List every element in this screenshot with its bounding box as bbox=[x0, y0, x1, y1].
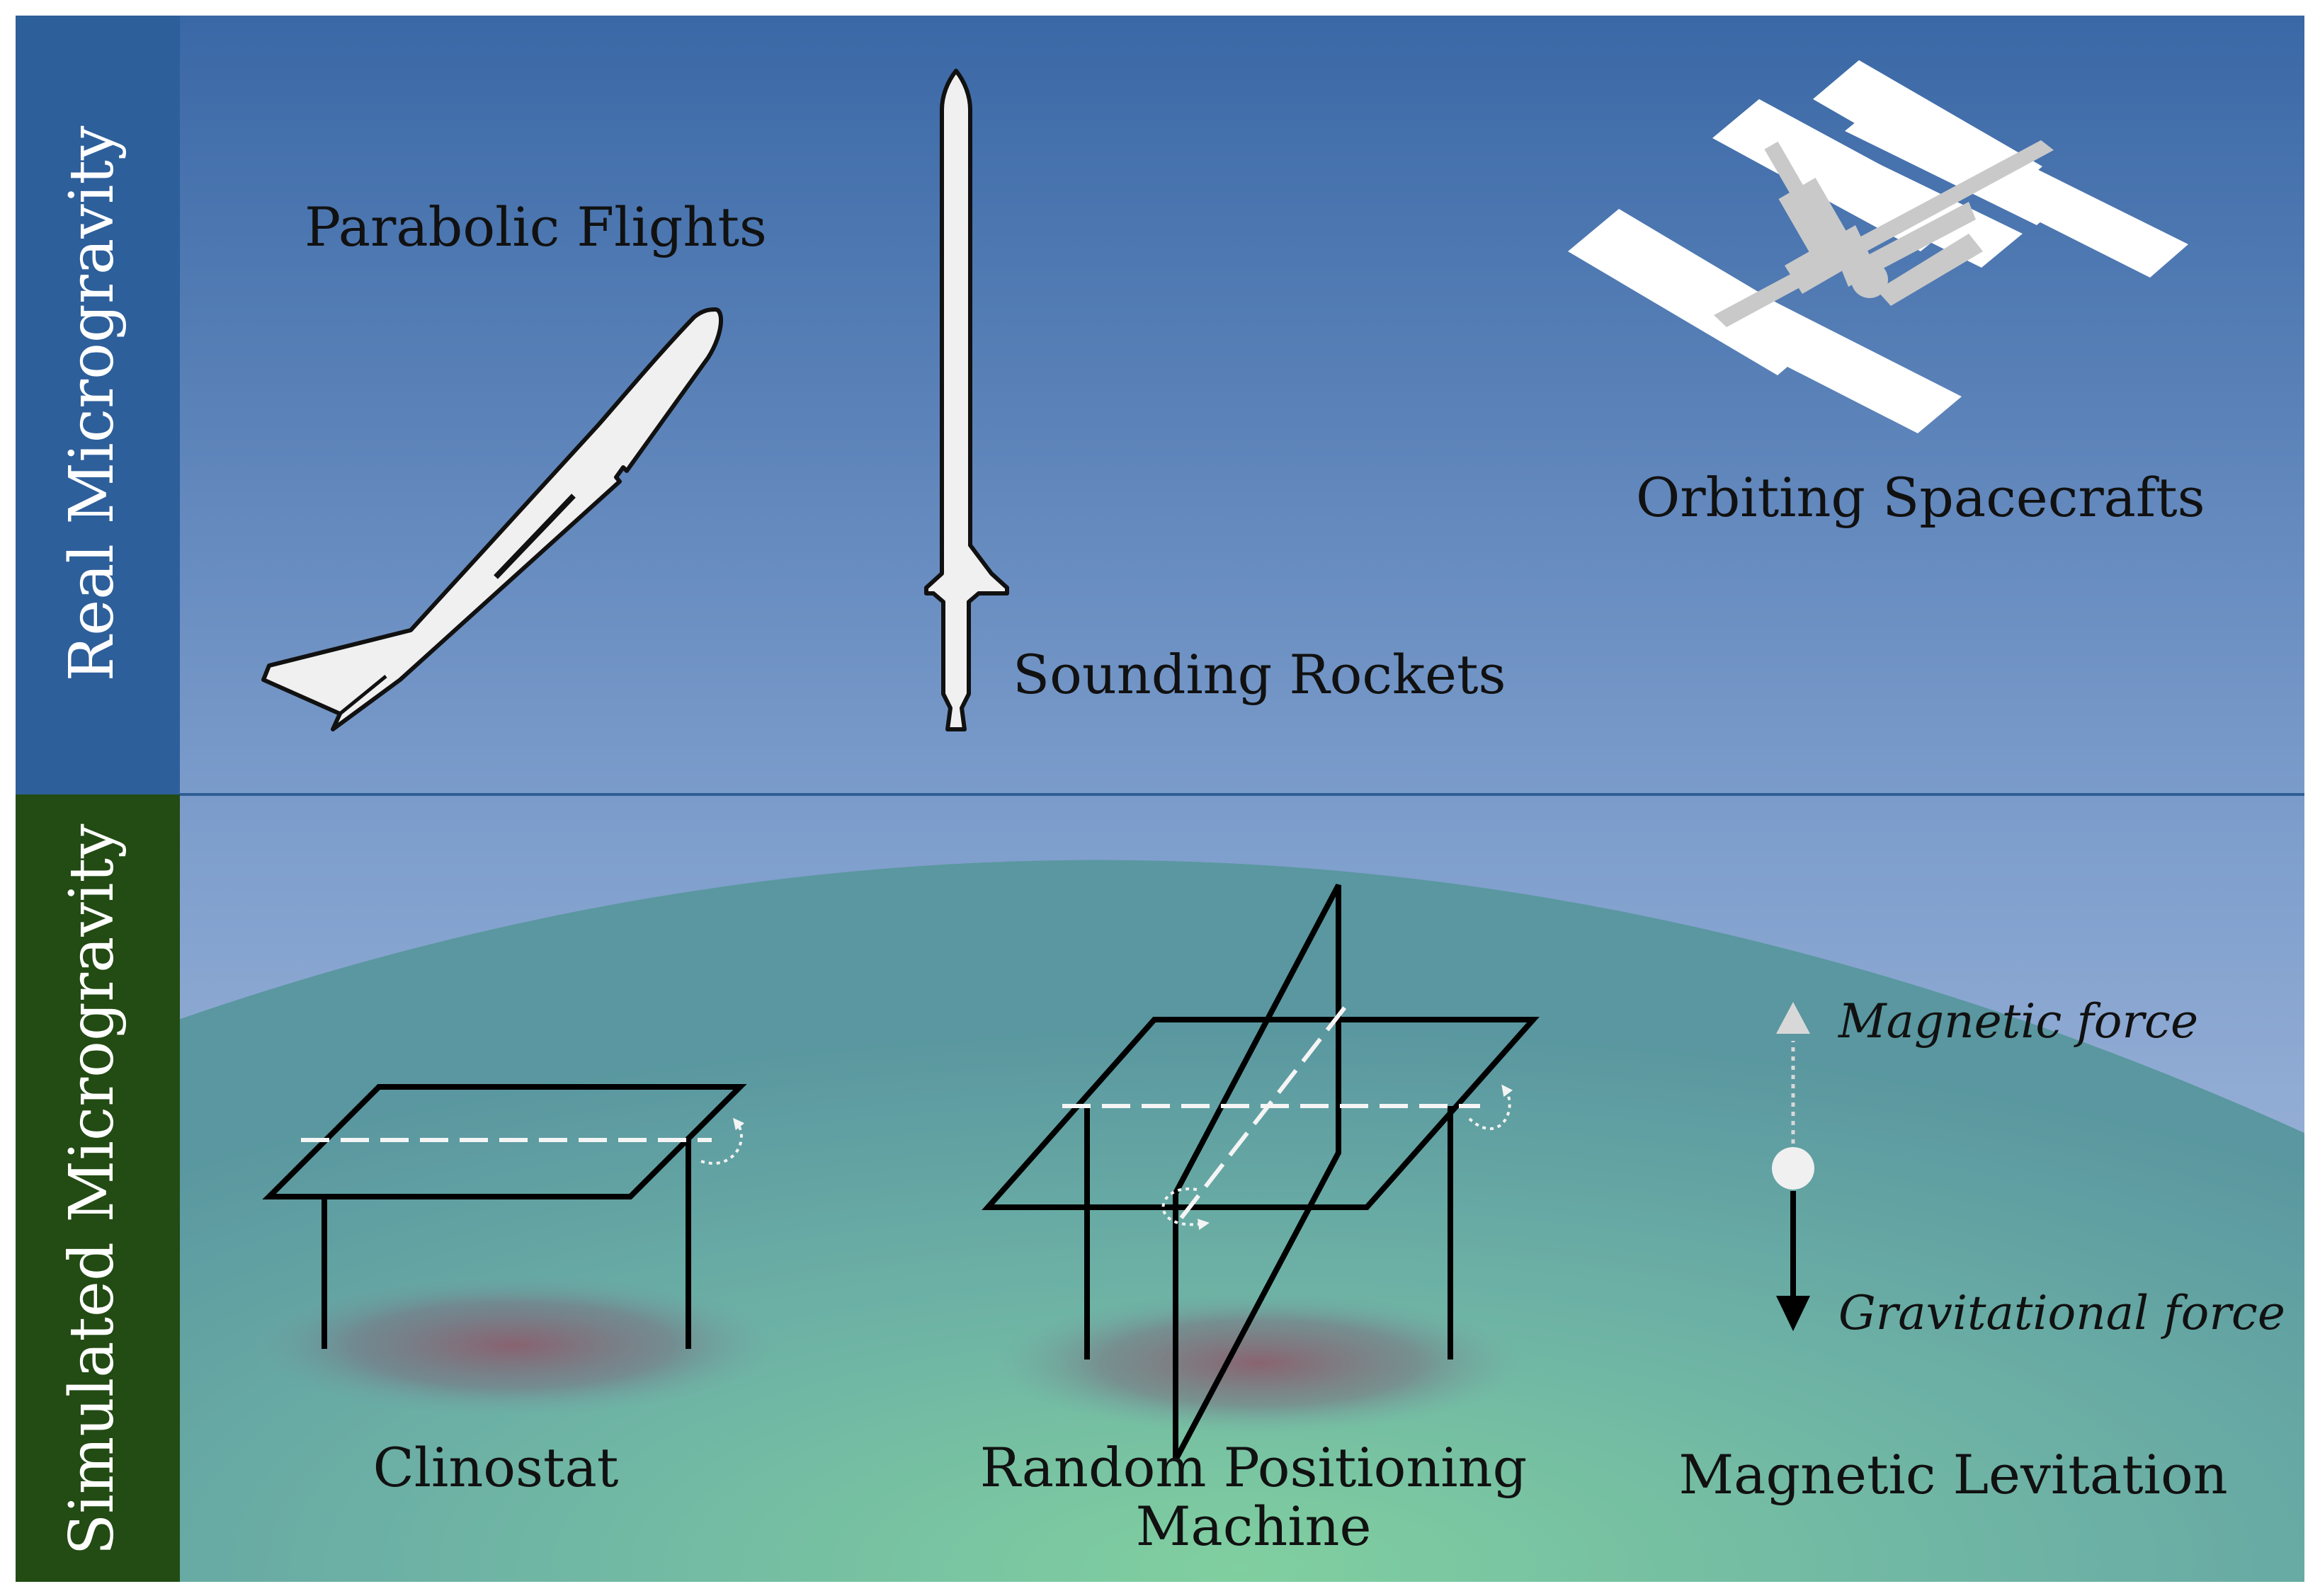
orbiting-spacecrafts-label: Orbiting Spacecrafts bbox=[1636, 466, 2205, 529]
gravitational-force-label: Gravitational force bbox=[1838, 1286, 2285, 1340]
clinostat-icon bbox=[248, 1084, 779, 1416]
space-station-icon bbox=[1568, 60, 2188, 433]
simulated-side-bar bbox=[16, 794, 180, 1582]
simulated-microgravity-label: Simulated Microgravity bbox=[57, 823, 127, 1556]
parabolic-flights-label: Parabolic Flights bbox=[305, 195, 767, 258]
rpm-label-line1: Random Positioning bbox=[979, 1436, 1528, 1499]
ground-dome bbox=[178, 860, 2304, 1582]
airplane-icon bbox=[261, 307, 723, 731]
magnetic-force-label: Magnetic force bbox=[1838, 994, 2199, 1049]
sounding-rockets-label: Sounding Rockets bbox=[1013, 643, 1506, 706]
real-microgravity-label: Real Microgravity bbox=[57, 125, 127, 682]
rocket-icon bbox=[924, 69, 1009, 731]
real-side-bar bbox=[16, 16, 180, 794]
clinostat-label: Clinostat bbox=[373, 1436, 619, 1499]
magnetic-levitation-label: Magnetic Levitation bbox=[1678, 1443, 2228, 1506]
magnetic-force-arrowhead bbox=[1776, 1002, 1810, 1034]
maglev-icon bbox=[1772, 1002, 1814, 1331]
levitated-sample bbox=[1772, 1147, 1814, 1190]
rpm-label-line2: Machine bbox=[1135, 1495, 1372, 1558]
rpm-icon bbox=[982, 884, 1540, 1461]
gravitational-force-arrowhead bbox=[1776, 1296, 1810, 1331]
